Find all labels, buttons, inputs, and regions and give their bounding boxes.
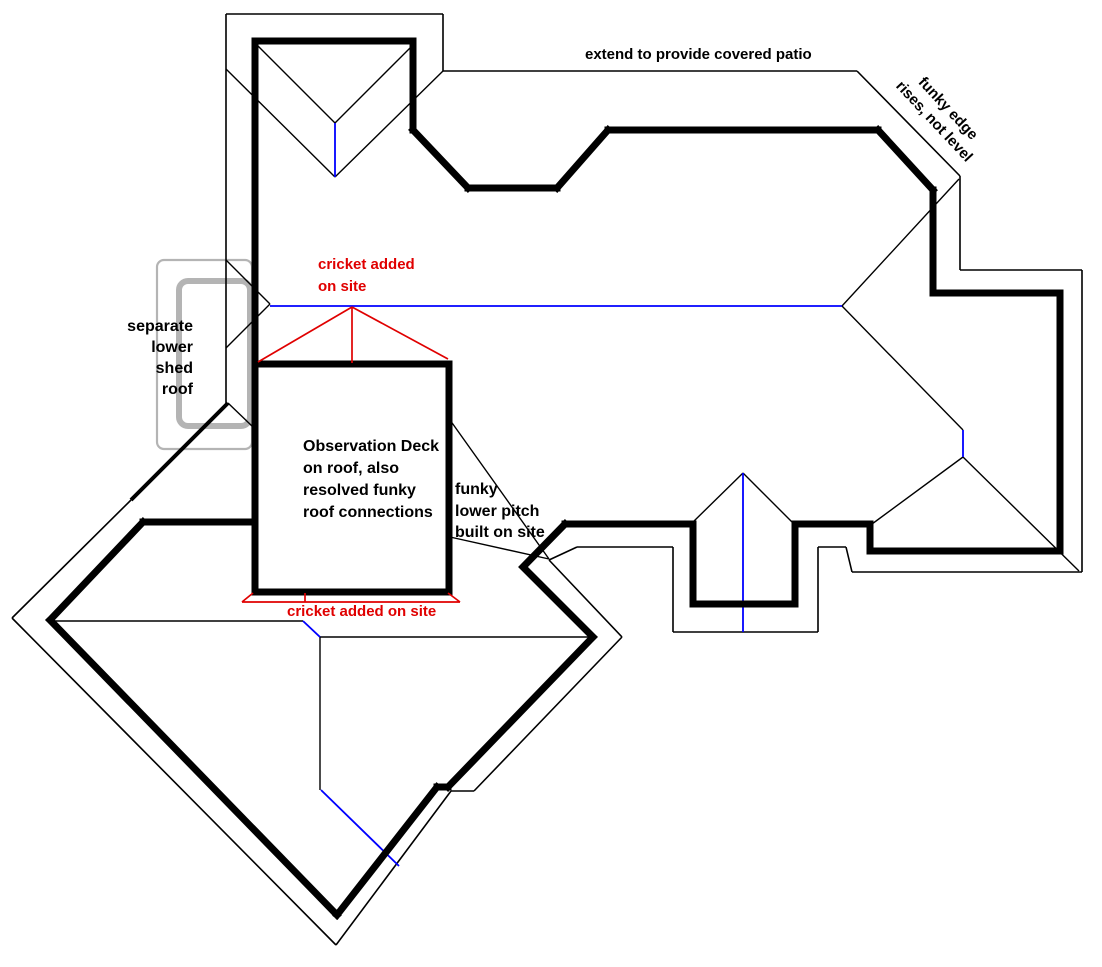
shed-roof-inner-edge xyxy=(176,278,253,429)
label-separate-shed-roof: separate lower shed roof xyxy=(60,316,193,400)
label-deck-line1: Observation Deck xyxy=(303,438,440,455)
cricket-lines-bottom xyxy=(241,592,461,603)
label-pitch-line3: built on site xyxy=(455,524,545,541)
label-funky-lower-pitch: funky lower pitch built on site xyxy=(455,479,545,544)
label-shed-line3: shed xyxy=(155,360,193,377)
label-deck-line2: on roof, also xyxy=(303,460,399,477)
label-cricket-added-bottom: cricket added on site xyxy=(287,603,437,620)
label-pitch-line1: funky xyxy=(455,481,498,498)
label-cricket-added-top: cricket added on site xyxy=(318,254,415,298)
label-pitch-line2: lower pitch xyxy=(455,502,540,520)
label-shed-line4: roof xyxy=(161,381,193,398)
label-observation-deck: Observation Deck on roof, also resolved … xyxy=(303,436,439,524)
observation-deck-outline xyxy=(251,360,453,596)
label-shed-line2: lower xyxy=(151,339,193,356)
ridge-lines xyxy=(270,123,964,867)
roof-edge-medium xyxy=(129,401,230,502)
label-deck-line3: resolved funky xyxy=(303,482,416,499)
roof-wall-outline-thick xyxy=(45,37,1064,920)
label-cricket-top-line2: on site xyxy=(318,278,367,295)
cricket-lines-top xyxy=(257,306,449,363)
label-cricket-top-line1: cricket added xyxy=(318,256,415,273)
label-shed-line1: separate xyxy=(127,318,193,335)
label-deck-line4: roof connections xyxy=(303,504,433,521)
roof-eave-outline-thin xyxy=(11,13,1083,946)
hip-valley-lines xyxy=(50,44,1080,790)
label-covered-patio: extend to provide covered patio xyxy=(585,46,812,63)
